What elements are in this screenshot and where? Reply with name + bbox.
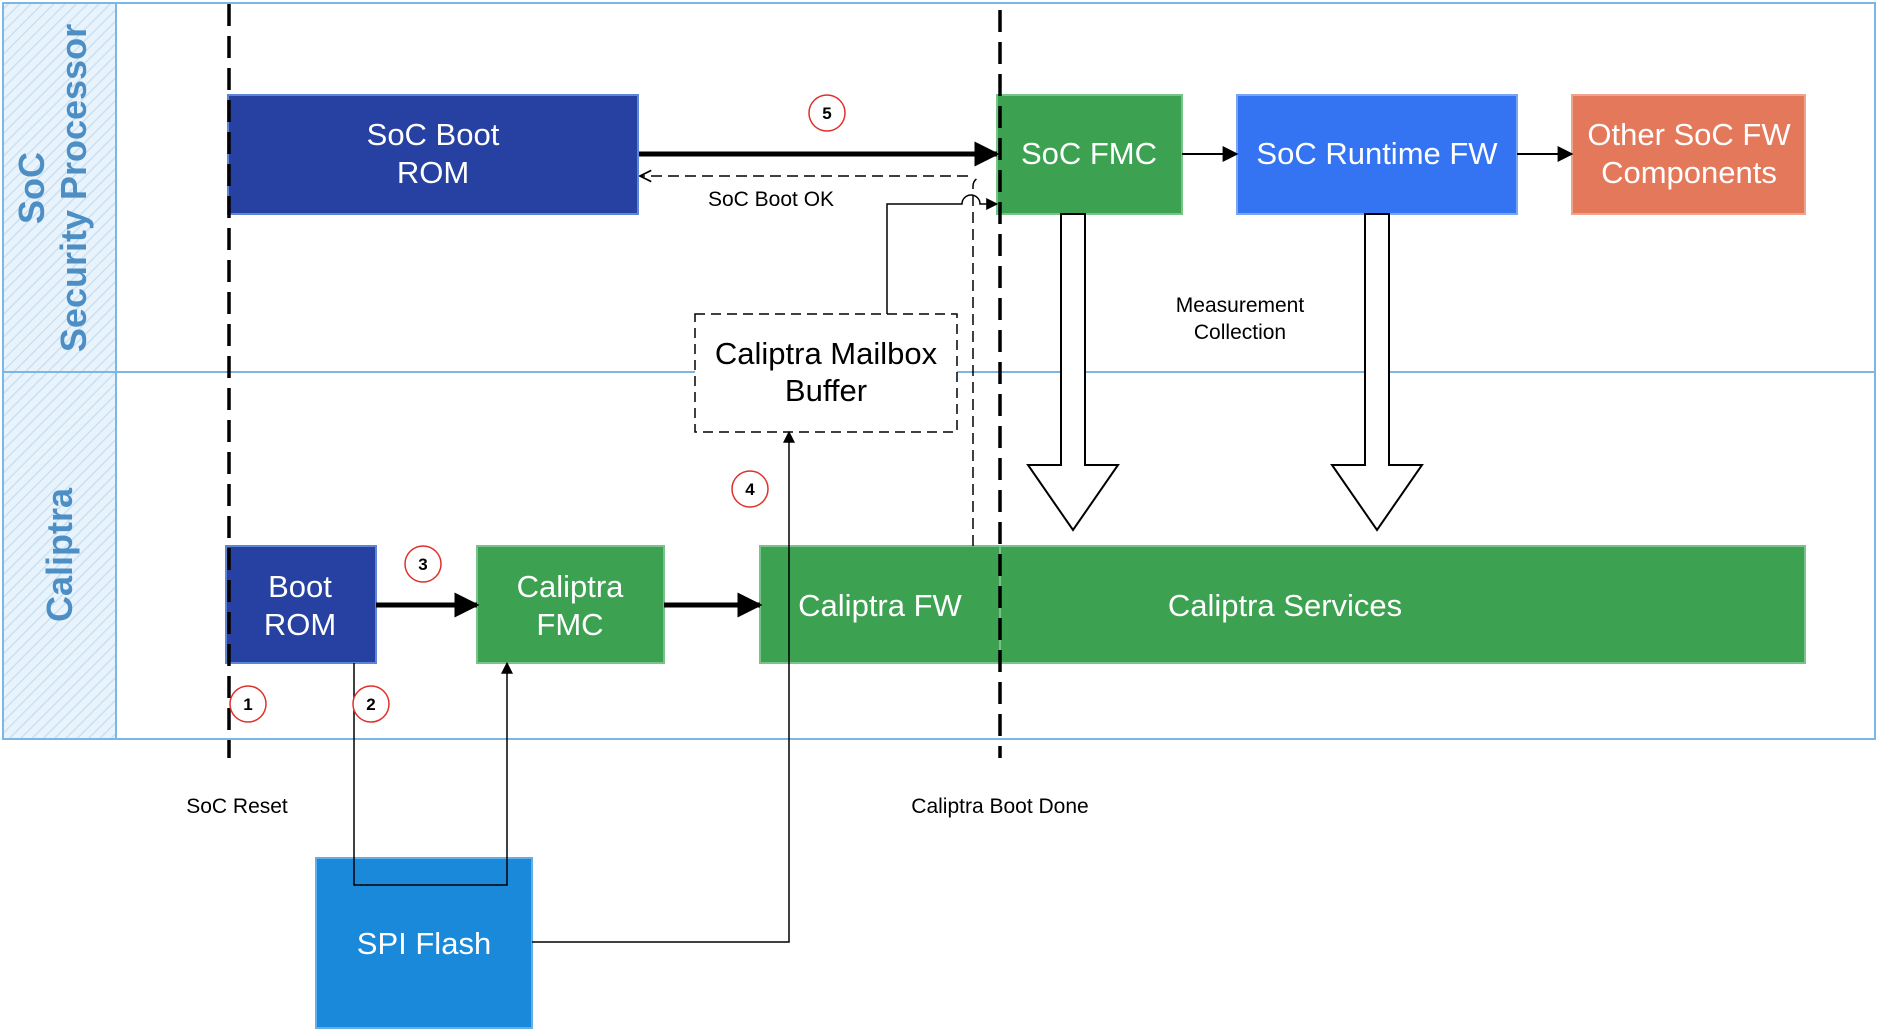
other-soc-fw-box: Other SoC FW Components [1571, 94, 1806, 215]
boot-rom-box: Boot ROM [225, 545, 377, 664]
mailbox-line1: Caliptra Mailbox [715, 336, 938, 371]
spi-flash-label: SPI Flash [357, 926, 491, 961]
step-marker-5: 5 [808, 94, 846, 132]
soc-boot-rom-box: SoC Boot ROM [227, 94, 639, 215]
measurement-arrow-fmc [1026, 213, 1120, 532]
step-marker-1: 1 [229, 685, 267, 723]
soc-runtime-fw-label: SoC Runtime FW [1256, 136, 1498, 171]
soc-boot-rom-line1: SoC Boot [367, 117, 500, 152]
soc-boot-rom-line2: ROM [397, 155, 469, 190]
measurement-line1: Measurement [1176, 294, 1305, 317]
caliptra-fmc-line1: Caliptra [517, 569, 625, 604]
lane-soc-subtitle: Security Processor [53, 24, 94, 352]
dashed-return-from-fw [972, 176, 979, 546]
caliptra-mailbox-box: Caliptra Mailbox Buffer [694, 313, 958, 433]
soc-reset-label: SoC Reset [186, 795, 288, 818]
svg-text:1: 1 [243, 695, 252, 714]
arrow-mailbox-to-soc-fmc [886, 194, 999, 314]
arrow-spi-to-fmc [353, 661, 513, 886]
svg-text:5: 5 [822, 104, 831, 123]
svg-text:2: 2 [366, 695, 375, 714]
lane-soc-title: SoC [11, 152, 52, 224]
arrow-spi-to-mailbox [532, 430, 795, 943]
boot-rom-line1: Boot [268, 569, 332, 604]
caliptra-fw-label: Caliptra FW [798, 588, 962, 623]
soc-fmc-label: SoC FMC [1021, 136, 1157, 171]
lane-caliptra-title: Caliptra [39, 487, 80, 622]
measurement-line2: Collection [1194, 321, 1286, 344]
soc-boot-ok-label: SoC Boot OK [708, 188, 834, 211]
step-marker-2: 2 [352, 685, 390, 723]
boot-rom-line2: ROM [264, 607, 336, 642]
caliptra-fmc-box: Caliptra FMC [476, 545, 665, 664]
mailbox-line2: Buffer [785, 373, 867, 408]
spi-flash-box: SPI Flash [315, 857, 533, 1029]
svg-text:3: 3 [418, 555, 427, 574]
soc-runtime-fw-box: SoC Runtime FW [1236, 94, 1518, 215]
other-soc-fw-line2: Components [1601, 155, 1777, 190]
caliptra-fmc-line2: FMC [536, 607, 603, 642]
other-soc-fw-line1: Other SoC FW [1587, 117, 1791, 152]
caliptra-fw-services-box: Caliptra FW Caliptra Services [759, 545, 1806, 664]
step-marker-4: 4 [731, 470, 769, 508]
svg-text:4: 4 [745, 480, 755, 499]
soc-fmc-box: SoC FMC [996, 94, 1183, 215]
caliptra-services-label: Caliptra Services [1168, 588, 1402, 623]
step-marker-3: 3 [404, 545, 442, 583]
measurement-arrow-runtime [1330, 213, 1424, 532]
caliptra-boot-done-label: Caliptra Boot Done [911, 795, 1088, 818]
